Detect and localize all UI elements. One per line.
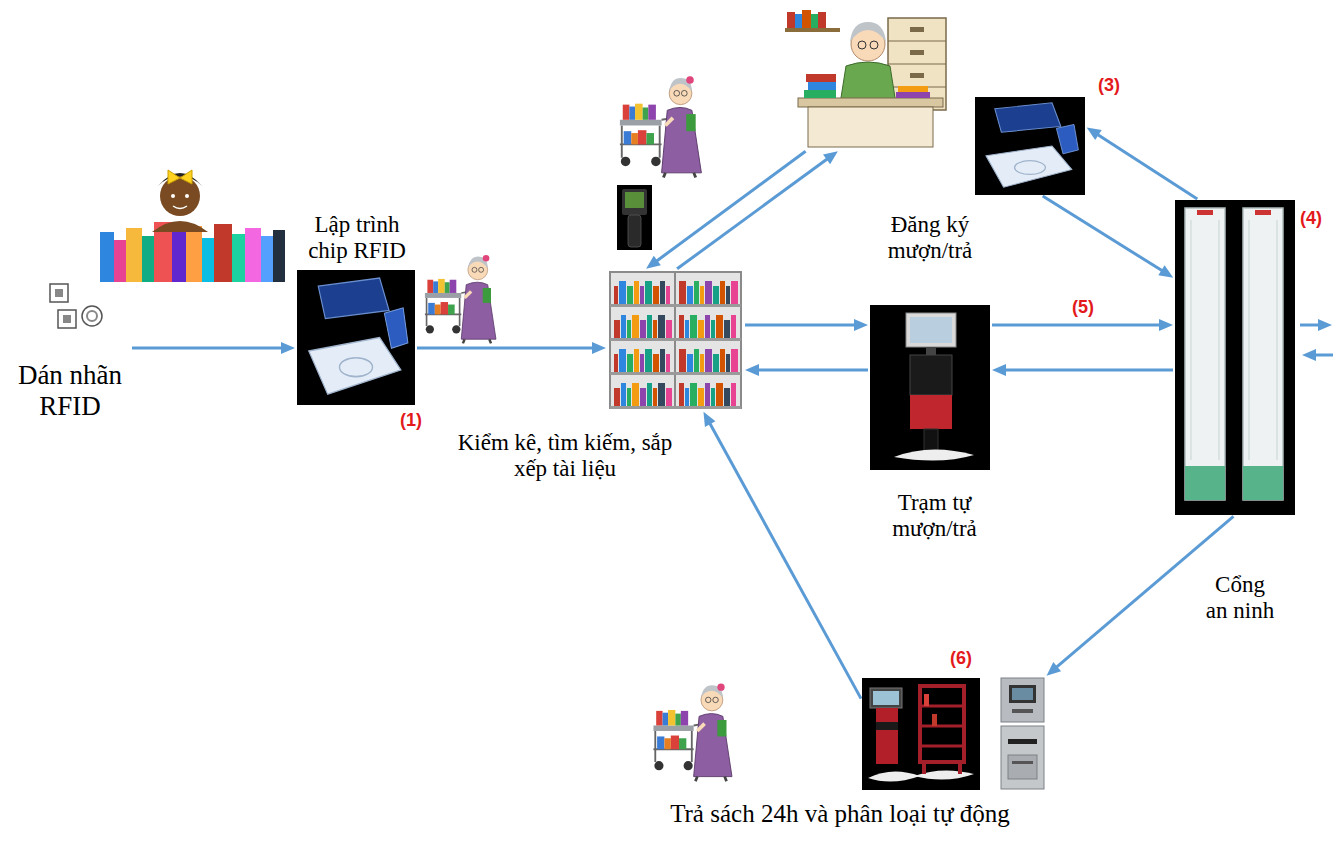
- rfid-tag-icon: [10, 280, 130, 350]
- arrow-head: [592, 342, 606, 354]
- arrow-line: [132, 346, 283, 349]
- flow-arrow: [992, 364, 1173, 376]
- arrow-head: [1047, 662, 1062, 676]
- arrow-line: [745, 323, 856, 326]
- node-label: Trả sách 24h và phân loại tự động: [640, 800, 1040, 829]
- flow-arrow: [745, 319, 868, 331]
- arrow-head: [1087, 127, 1102, 140]
- librarian-with-cart: [425, 255, 496, 343]
- self-service-kiosk: [870, 305, 990, 470]
- callout-number: (4): [1300, 208, 1322, 230]
- flow-arrow: [646, 151, 806, 269]
- arrow-head: [823, 151, 838, 164]
- rfid-reader: [975, 97, 1085, 195]
- rfid-programmer: [297, 270, 415, 405]
- return-kiosk: [1000, 677, 1045, 723]
- process-node: Trạm tự mượn/trả: [862, 305, 1007, 545]
- book-return-sorter: [862, 678, 980, 790]
- flow-arrow: [677, 151, 838, 269]
- arrow-head: [281, 342, 295, 354]
- node-label: Đăng ký mượn/trả: [855, 212, 1005, 265]
- node-label: Lập trình chip RFID: [297, 212, 417, 265]
- arrow-head: [745, 364, 759, 376]
- node-label: Dán nhãn RFID: [15, 360, 125, 422]
- process-node: Kiểm kê, tìm kiếm, sắp xếp tài liệu: [455, 180, 750, 485]
- arrow-line: [709, 422, 861, 698]
- process-node: Dán nhãn RFID: [10, 280, 130, 425]
- node-label: Trạm tự mượn/trả: [862, 490, 1007, 543]
- arrow-line: [677, 158, 828, 269]
- edge-label: (5): [1072, 297, 1094, 319]
- arrow-head: [703, 412, 715, 427]
- librarian-with-cart: [653, 683, 732, 781]
- flow-arrow: [1043, 196, 1174, 278]
- bookshelf: [608, 270, 743, 410]
- callout-number: (1): [400, 410, 422, 432]
- node-label: Kiểm kê, tìm kiếm, sắp xếp tài liệu: [455, 430, 675, 483]
- callout-number: (6): [950, 648, 972, 670]
- flow-arrow: [1047, 516, 1234, 675]
- flow-arrow: [745, 364, 868, 376]
- handheld-reader: [617, 185, 652, 250]
- arrow-line: [656, 151, 806, 262]
- node-label: Cổng an ninh: [1204, 572, 1276, 625]
- arrow-head: [854, 319, 868, 331]
- arrow-line: [1056, 516, 1234, 668]
- process-node: Trả sách 24h và phân loại tự động: [640, 655, 1040, 831]
- return-slot: [1000, 725, 1045, 790]
- arrow-line: [417, 346, 594, 349]
- arrow-line: [1097, 134, 1198, 199]
- flow-arrow: [417, 342, 606, 354]
- exit-arrows: [1300, 319, 1333, 361]
- arrow-head: [1158, 265, 1173, 278]
- process-node: Lập trình chip RFID: [292, 212, 422, 407]
- process-node: Cổng an ninh: [1170, 200, 1300, 627]
- librarian-desk: [780, 0, 950, 150]
- arrow-line: [1043, 196, 1163, 271]
- arrow-line: [757, 368, 868, 371]
- arrow-line: [992, 323, 1161, 326]
- flow-arrow: [992, 319, 1173, 331]
- process-node: Đăng ký mượn/trả: [775, 0, 1090, 267]
- flow-arrow: [1087, 127, 1198, 198]
- arrow-line: [1004, 369, 1173, 372]
- flow-arrow: [703, 412, 861, 699]
- arrow-head: [1159, 319, 1173, 331]
- arrow-head: [646, 256, 661, 269]
- flow-arrow: [132, 342, 295, 354]
- arrow-head: [992, 364, 1006, 376]
- callout-number: (3): [1098, 75, 1120, 97]
- security-gate: [1175, 200, 1295, 515]
- librarian-with-cart: [620, 76, 701, 177]
- girl-with-books: [100, 170, 285, 282]
